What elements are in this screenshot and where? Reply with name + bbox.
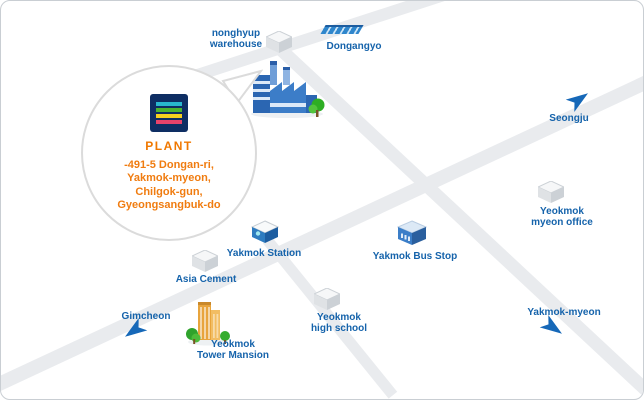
gimcheon-direction-arrow-icon [121,318,148,343]
myeon-office-cube-icon [536,180,566,203]
label-line: Gimcheon [121,311,171,322]
label-dongangyo: Dongangyo [327,41,382,52]
asia-cement-cube-icon [190,249,220,272]
warehouse-cube-icon [264,30,294,53]
high-school-cube-icon [312,287,342,310]
label-line: high school [310,323,368,334]
seongju-direction-arrow-icon [565,87,593,112]
plant-address: -491-5 Dongan-ri, Yakmok-myeon, Chilgok-… [117,159,220,213]
tower-mansion-icon [185,298,231,346]
address-line: Chilgok-gun, [135,185,203,198]
label-seongju: Seongju [549,113,588,124]
label-line: Yeokmok [317,312,361,323]
label-line: warehouse [209,39,263,50]
callout-bubble: PLANT -491-5 Dongan-ri, Yakmok-myeon, Ch… [81,65,257,241]
factory-icon [245,59,325,119]
yakmok-myeon-direction-arrow-icon [539,315,567,340]
label-yakmok-station: Yakmok Station [227,248,301,259]
label-yeokmok-tower-mansion: Yeokmok Tower Mansion [197,339,269,361]
bridge-icon [320,25,364,34]
address-line: Gyeongsangbuk-do [117,199,221,211]
label-line: Yakmok-myeon [527,307,601,318]
label-gimcheon: Gimcheon [122,311,171,322]
brand-name: PLANT [145,138,193,153]
label-line: Seongju [549,113,589,124]
plant-logo-icon [150,93,188,132]
label-yeokmok-high-school: Yeokmok high school [311,312,367,334]
label-line: Yakmok Bus Stop [372,251,458,262]
label-line: Asia Cement [175,274,237,285]
label-line: myeon office [531,217,593,228]
label-asia-cement: Asia Cement [176,274,237,285]
label-yeokmok-myeon-office: Yeokmok myeon office [531,206,593,228]
label-line: Yakmok Station [226,248,302,259]
label-line: nonghyup [211,28,261,39]
label-yakmok-myeon: Yakmok-myeon [527,307,600,318]
station-icon [250,220,280,244]
label-line: Tower Mansion [196,350,270,361]
bus-stop-icon [396,220,428,246]
label-line: Dongangyo [326,41,382,52]
label-nonghyup-warehouse: nonghyup warehouse [210,28,262,50]
label-line: Yeokmok [540,206,584,217]
label-yakmok-bus-stop: Yakmok Bus Stop [373,251,457,262]
address-line: Yakmok-myeon, [127,172,211,184]
label-line: Yeokmok [211,339,255,350]
address-line: -491-5 Dongan-ri, [124,158,214,171]
